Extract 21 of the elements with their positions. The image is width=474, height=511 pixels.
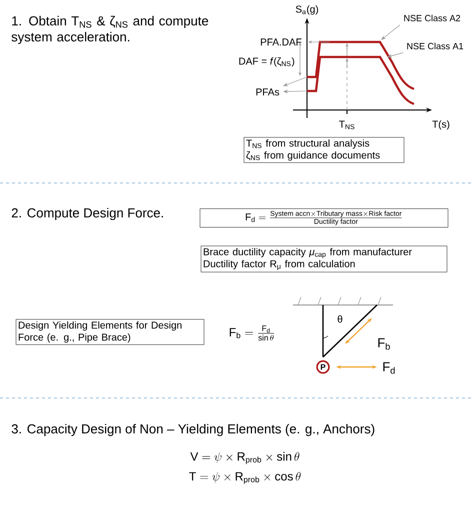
force-label: F$_{b}$ [378, 338, 390, 350]
axis-label: PFAs [256, 88, 280, 96]
axis-label: PFA.DAF [260, 38, 302, 46]
curve-label: NSE Class A2 [404, 14, 460, 22]
axis-label: S$_{a}$(g) [296, 5, 318, 15]
section-heading: 3. Capacity Design of Non – Yielding Elements (e. g., Anchors) [12, 424, 374, 436]
formula-box: $\text{F}_{\text{d}} = \frac{\text{System accn} \times \text{Tributary mass} \times \text{Risk factor}}{\text{Ductility factor}}$ [200, 208, 448, 228]
equation: $\text{V} = \psi \times \text{R}_{\text{prob}} \times \sin\theta$ [190, 452, 300, 464]
note-box: T$_{NS}$ from structural analysis ζ$_{NS}$ from guidance documents [244, 137, 404, 163]
curve-label: NSE Class A1 [407, 42, 464, 50]
formula-label: DAF = f(ζ$_{NS}$) [239, 57, 294, 67]
note-box: Design Yielding Elements for Design Force (e. g., Pipe Brace) [16, 319, 204, 345]
leader-line [381, 24, 400, 40]
force-label: F$_{d}$ [383, 362, 395, 374]
angle-label: θ [338, 315, 342, 323]
axis-label: T(s) [432, 120, 450, 130]
formula-label: $\text{F}_{\text{b}} = \frac{\text{F}_{\text{d}}}{\sin\theta}$ [230, 325, 274, 341]
section-heading: 1. Obtain T$_{NS}$ & ζ$_{NS}$ and compute system acceleration. [12, 16, 208, 44]
note-box: Brace ductility capacity μ$_{cap}$ from manufacturer Ductility factor R$_{μ}$ from calculation [200, 246, 448, 272]
section-heading: 2. Compute Design Force. [12, 208, 163, 220]
equation: $\text{T} = \psi \times \text{R}_{\text{prob}} \times \cos\theta$ [189, 472, 301, 484]
